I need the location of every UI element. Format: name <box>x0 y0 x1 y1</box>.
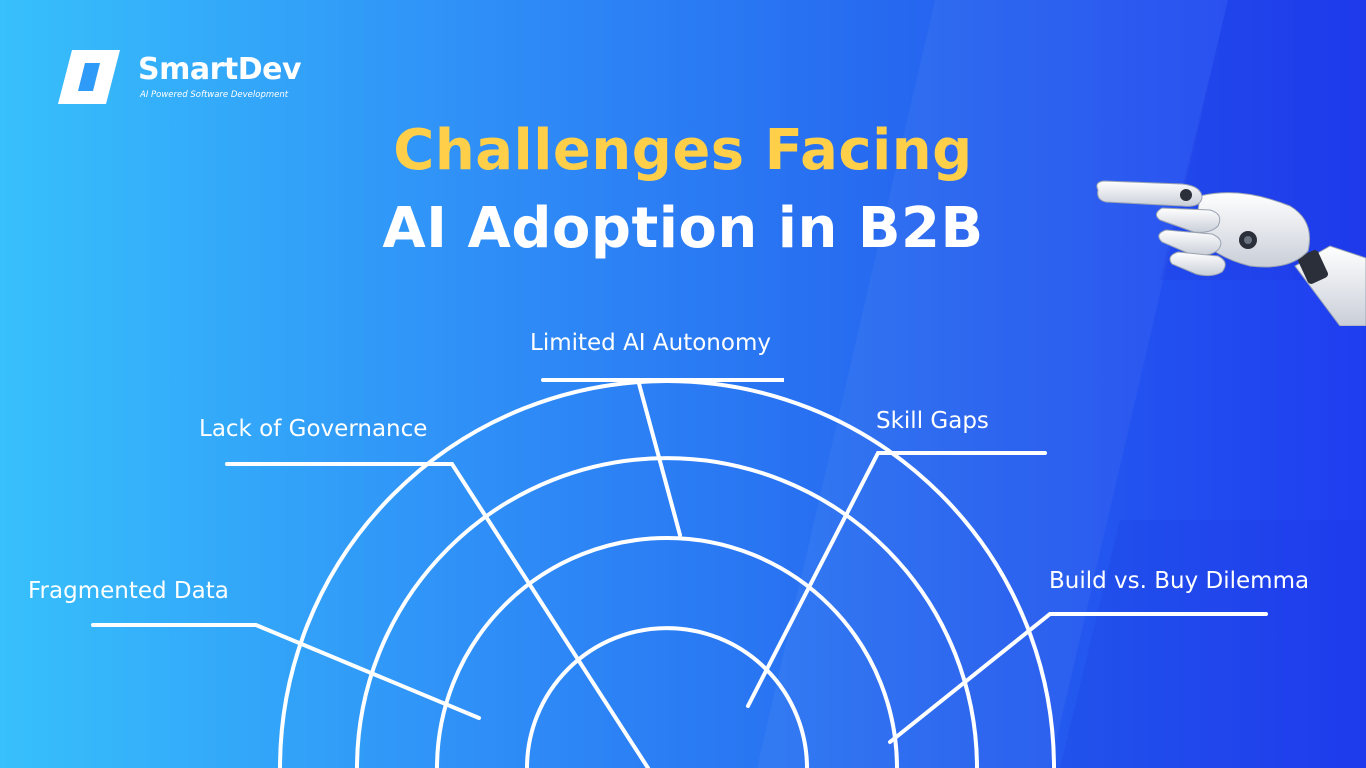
robot-hand-pointing-icon <box>1096 180 1366 326</box>
label-lack-of-governance: Lack of Governance <box>199 416 428 442</box>
arc-ring-4 <box>525 626 809 768</box>
arc-ring-2 <box>355 456 979 768</box>
brand-tagline: AI Powered Software Development <box>140 90 289 100</box>
connector-skill-gaps <box>746 451 1047 708</box>
arc-ring-3 <box>435 536 899 768</box>
label-limited-ai-autonomy: Limited AI Autonomy <box>530 330 771 356</box>
label-fragmented-data: Fragmented Data <box>28 578 229 604</box>
title-line-1: Challenges Facing <box>393 118 973 183</box>
label-skill-gaps: Skill Gaps <box>876 408 989 434</box>
connector-lack-of-governance <box>225 462 650 768</box>
brand-name: SmartDev <box>138 52 302 87</box>
title-line-2: AI Adoption in B2B <box>382 196 984 261</box>
label-build-vs-buy: Build vs. Buy Dilemma <box>1049 568 1310 594</box>
smartdev-logo-icon <box>58 50 120 104</box>
connector-build-vs-buy <box>888 612 1268 744</box>
connector-limited-ai-autonomy <box>541 378 784 537</box>
connector-fragmented-data <box>91 623 481 720</box>
